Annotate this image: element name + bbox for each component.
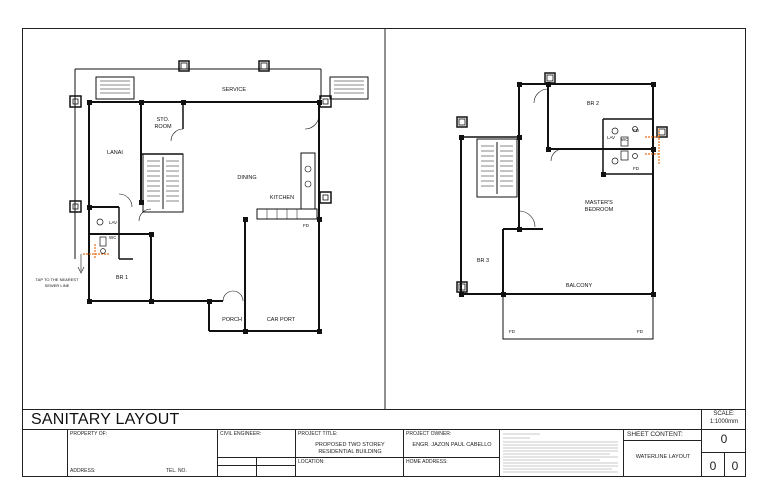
title-block: SANITARY LAYOUT SCALE: 1:1000mm PROPERTY… [23,409,746,477]
notes-text-lines [503,433,618,473]
label-wc-second: WC [621,137,629,142]
sheet-number: 0 [720,432,728,446]
label-br1: BR 1 [116,275,128,281]
label-br2: BR 2 [587,101,599,107]
label-kitchen: KITCHEN [270,195,294,201]
project-title-cell: PROJECT TITLE: PROPOSED TWO STOREY RESID… [295,429,404,476]
label-lanai: LANAI [107,150,123,156]
sheet-index-right: 0 [731,459,739,473]
label-balcony: BALCONY [566,283,593,289]
notes-cell [499,429,623,476]
project-title-1: PROPOSED TWO STOREY [315,442,385,448]
label-car-port: CAR PORT [267,317,296,323]
address-label: ADDRESS: [70,468,96,474]
label-fd-top: FD [633,128,640,133]
sewer-note-2: SEWER LINE [45,283,70,288]
label-sto-room-1: STO. [157,117,170,123]
label-sto-room-2: ROOM [154,124,172,130]
project-owner-cell: PROJECT OWNER: ENGR. JAZON PAUL CABELLO … [403,429,500,476]
project-title-label: PROJECT TITLE: [298,431,338,437]
project-title-2: RESIDENTIAL BUILDING [318,449,382,455]
sheet-content-value: WATERLINE LAYOUT [635,454,691,460]
ground-floor-plan [69,60,369,334]
project-owner-name: ENGR. JAZON PAUL CABELLO [412,442,492,448]
label-fd-right: FD [637,329,644,334]
sheet-title: SANITARY LAYOUT [31,411,180,428]
sheet-content-label: SHEET CONTENT: [627,431,683,438]
sheet-number-cell: 0 0 0 [701,429,746,477]
civil-engineer-label: CIVIL ENGINEER: [220,431,262,437]
project-owner-label: PROJECT OWNER: [406,431,452,437]
floor-plans-drawing: SERVICE STO. ROOM LANAI DINING KITCHEN B… [36,29,668,409]
property-of-label: PROPERTY OF: [70,431,108,437]
label-lav-ground: LAV [109,220,117,225]
sheet-index-left: 0 [709,459,717,473]
label-fd-mid: FD [633,166,640,171]
label-porch: PORCH [222,317,242,323]
location-label: LOCATION: [298,459,325,465]
tel-no-label: TEL. NO. [166,468,187,474]
label-wc-ground: WC [109,235,117,240]
label-master-1: MASTER'S [585,200,613,206]
label-lav-second: LAV [607,135,615,140]
second-floor-plan [456,72,668,340]
scale-box: SCALE: 1:1000mm [701,409,745,429]
label-fd-ground: FD [303,223,310,228]
label-master-2: BEDROOM [585,207,614,213]
property-cell: PROPERTY OF: ADDRESS: TEL. NO. [67,429,217,476]
civil-engineer-cell: CIVIL ENGINEER: [217,429,296,477]
label-br3: BR 3 [477,258,489,264]
label-service: SERVICE [222,87,246,93]
scale-label: SCALE: [713,411,735,417]
home-address-label: HOME ADDRESS: [406,459,448,465]
label-dining: DINING [237,175,256,181]
sewer-note-1: TAP TO THE NEAREST [36,277,80,282]
sheet-content-cell: SHEET CONTENT: WATERLINE LAYOUT [623,429,702,476]
drawing-sheet: SERVICE STO. ROOM LANAI DINING KITCHEN B… [22,28,746,477]
label-fd-left: FD [509,329,516,334]
plan-area: SERVICE STO. ROOM LANAI DINING KITCHEN B… [23,29,745,409]
scale-value: 1:1000mm [709,419,739,425]
